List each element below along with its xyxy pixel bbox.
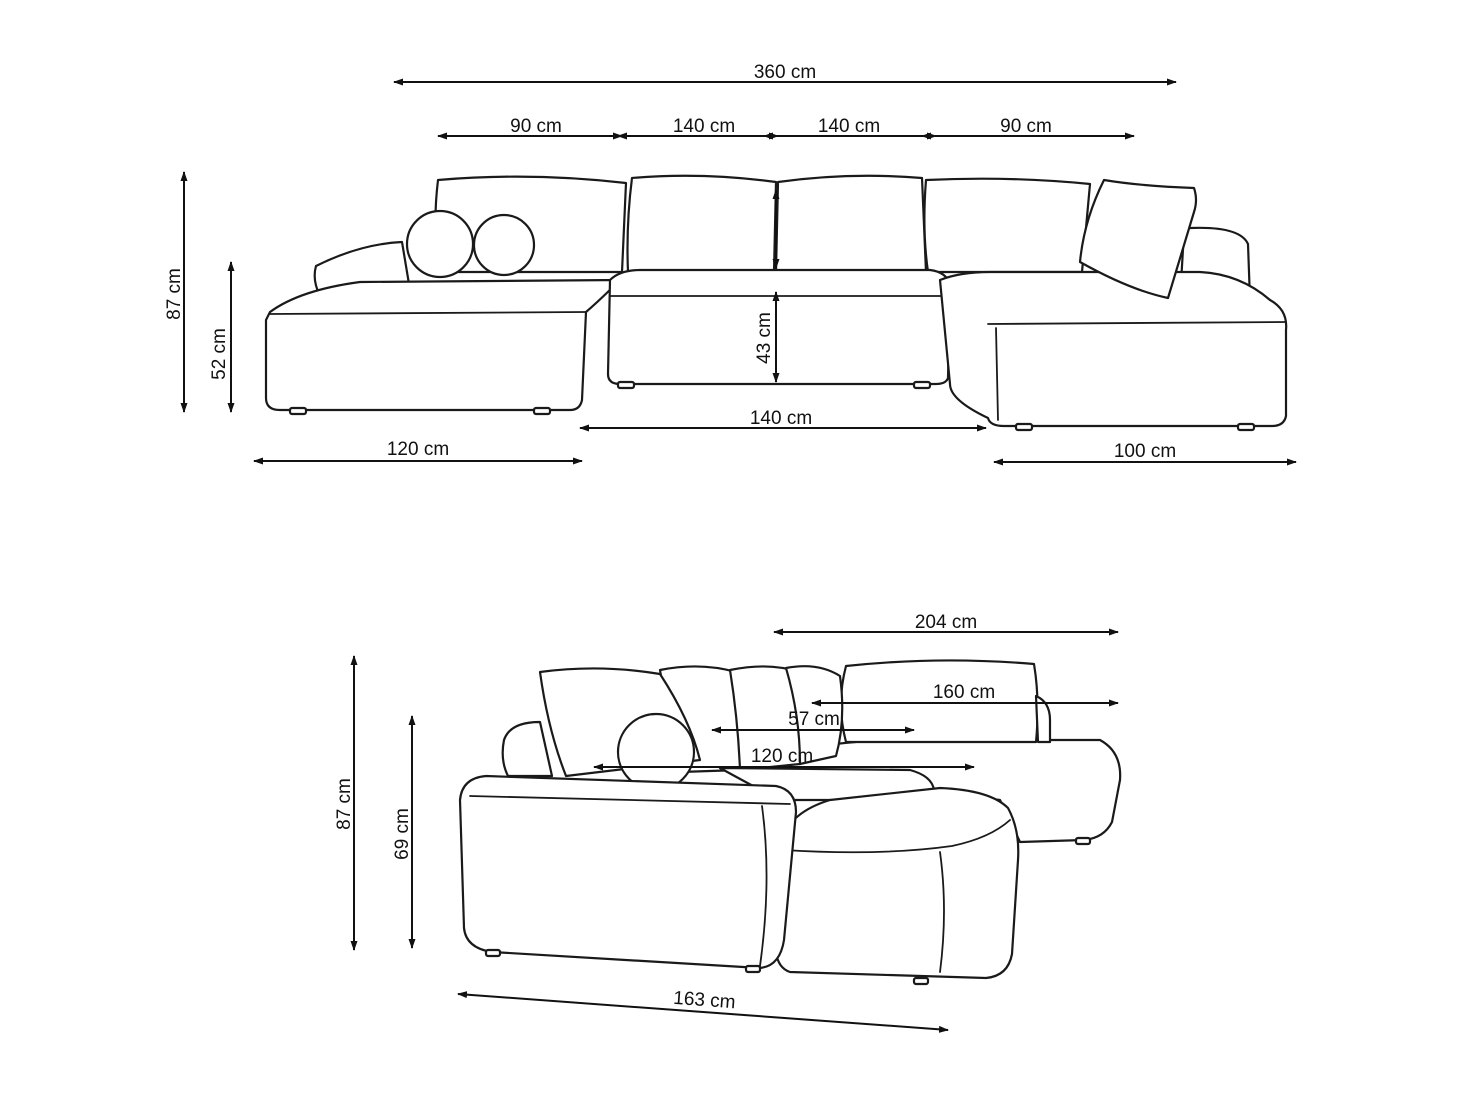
- label-seat-height: 43 cm: [754, 312, 775, 364]
- foot: [532, 406, 552, 416]
- middle-seat: [606, 268, 952, 386]
- middle-left-back-cushion: [626, 174, 778, 274]
- left-rear-armrest: [501, 720, 554, 778]
- label-seat-depth: 57 cm: [788, 709, 840, 730]
- label-chaise-width: 160 cm: [933, 682, 995, 703]
- foot: [484, 948, 502, 958]
- label-total-height: 87 cm: [334, 778, 355, 830]
- foot: [1074, 836, 1092, 846]
- front-left-block: [458, 774, 798, 970]
- label-cushion-3: 140 cm: [818, 116, 880, 137]
- dimension-line-front-length: [457, 991, 949, 1033]
- rear-armrest: [1034, 694, 1052, 744]
- foot: [1014, 422, 1034, 432]
- label-total-height: 87 cm: [164, 268, 185, 320]
- left-chaise: [264, 278, 622, 412]
- foot: [912, 976, 930, 986]
- label-back-height: 69 cm: [392, 808, 413, 860]
- right-chaise: [938, 270, 1288, 428]
- right-back-cushion: [923, 177, 1092, 274]
- label-cushion-2: 140 cm: [673, 116, 735, 137]
- foot: [744, 964, 762, 974]
- front-view-dimensions: 360 cm 90 cm 140 cm 140 cm 90 cm 87 cm 5…: [164, 62, 1297, 466]
- foot: [616, 380, 636, 390]
- foot: [912, 380, 932, 390]
- bolster-pillow: [616, 712, 696, 792]
- label-cushion-4: 90 cm: [1000, 116, 1052, 137]
- label-cushion-1: 90 cm: [510, 116, 562, 137]
- bolster-pillow-left: [405, 209, 475, 279]
- perspective-view-sofa: [458, 659, 1122, 986]
- front-view-sofa: [264, 174, 1288, 432]
- perspective-view-dimensions: 204 cm 160 cm 57 cm 120 cm 87 cm 69 cm 1…: [334, 612, 1119, 1033]
- foot: [1236, 422, 1256, 432]
- label-total-width: 360 cm: [754, 62, 816, 83]
- label-front-length: 163 cm: [673, 988, 737, 1014]
- label-arm-height: 52 cm: [209, 328, 230, 380]
- label-side-depth: 120 cm: [751, 746, 813, 767]
- label-left-chaise: 120 cm: [387, 439, 449, 460]
- middle-right-back-cushion: [774, 174, 928, 274]
- bolster-pillow-right: [472, 213, 536, 277]
- label-middle-seat: 140 cm: [750, 408, 812, 429]
- right-side-pillow: [1078, 178, 1198, 300]
- front-chaise: [774, 786, 1020, 980]
- label-back-width: 204 cm: [915, 612, 977, 633]
- foot: [288, 406, 308, 416]
- label-right-chaise: 100 cm: [1114, 441, 1176, 462]
